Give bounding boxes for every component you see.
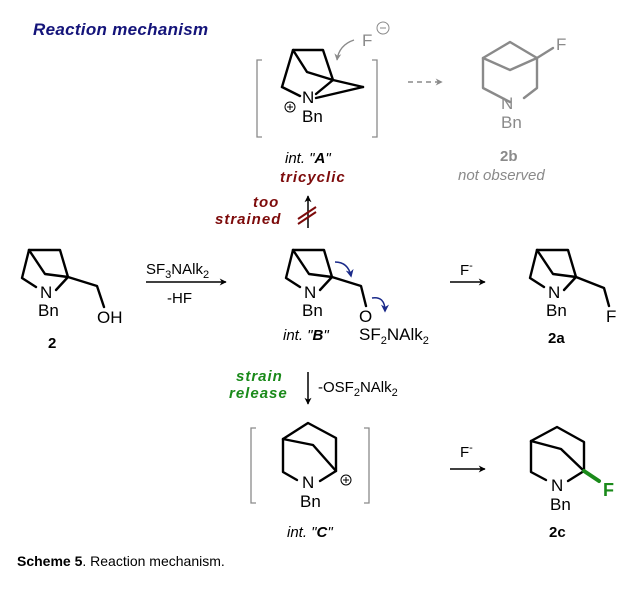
atom-n: N (40, 283, 52, 302)
curly-arrow-1 (334, 261, 354, 278)
atom-bn: Bn (38, 301, 59, 320)
intermediate-a: N Bn F int. "A" tricyclic (256, 21, 390, 186)
compound-label-2: 2 (48, 335, 56, 352)
compound-label-2b: 2b (500, 148, 518, 165)
structure-int-a (280, 48, 365, 100)
strain-release-line2: release (229, 385, 288, 402)
curly-arrow-attack (334, 39, 355, 61)
reagent-fluoride: F- (460, 260, 473, 279)
leaving-group: SF2NAlk2 (359, 325, 429, 347)
positive-charge-icon (284, 101, 296, 113)
atom-bn: Bn (501, 113, 522, 132)
compound-2b: F N Bn 2b not observed (458, 35, 566, 184)
atom-n: N (551, 476, 563, 495)
int-a-label: int. "A" (285, 150, 331, 167)
atom-n: N (302, 473, 314, 492)
scheme-title: Reaction mechanism (33, 20, 208, 39)
blocked-mark (297, 211, 317, 225)
atom-bn: Bn (546, 301, 567, 320)
tricyclic-note: tricyclic (280, 169, 346, 186)
bracket-right (372, 59, 378, 138)
atom-bn: Bn (302, 107, 323, 126)
atom-f: F (606, 307, 616, 326)
strain-release-line1: strain (236, 368, 283, 385)
bracket-left (250, 427, 256, 504)
atom-n: N (304, 283, 316, 302)
intermediate-c: N Bn int. "C" (250, 421, 370, 541)
fluoride-label: F (362, 31, 372, 50)
atom-o: O (359, 307, 372, 326)
compound-label-2a: 2a (548, 330, 565, 347)
arrow-step1: SF3NAlk2 -HF (146, 261, 227, 307)
atom-oh: OH (97, 308, 123, 327)
too-strained-line2: strained (215, 211, 281, 228)
atom-n: N (548, 283, 560, 302)
compound-2c: F N Bn 2c (529, 425, 614, 541)
curly-arrow-2 (371, 297, 389, 313)
scheme-caption: Scheme 5. Reaction mechanism. (17, 553, 225, 569)
compound-2: N Bn OH 2 (20, 248, 123, 352)
atom-f: F (603, 480, 614, 500)
atom-bn: Bn (302, 301, 323, 320)
fluorine-bond (582, 469, 601, 483)
int-b-label: int. "B" (283, 327, 329, 344)
int-c-label: int. "C" (287, 524, 333, 541)
negative-charge-icon (376, 21, 390, 35)
too-strained-line1: too (253, 194, 279, 211)
atom-n: N (302, 88, 314, 107)
not-observed-note: not observed (458, 167, 545, 184)
reagent-fluoride: F- (460, 442, 473, 461)
reagent-leaving-group: -OSF2NAlk2 (318, 379, 398, 399)
positive-charge-icon (340, 474, 352, 486)
arrow-to-2a: F- (450, 260, 486, 286)
atom-bn: Bn (550, 495, 571, 514)
bracket-left (256, 59, 262, 138)
reagent-minus-hf: -HF (167, 290, 192, 307)
compound-2a: N Bn F 2a (528, 248, 616, 347)
intermediate-b: N Bn O SF2NAlk2 int. "B" (283, 248, 429, 347)
reagent-sf3nalk2: SF3NAlk2 (146, 261, 209, 281)
atom-f: F (556, 35, 566, 54)
bracket-right (364, 427, 370, 504)
atom-bn: Bn (300, 492, 321, 511)
compound-label-2c: 2c (549, 524, 566, 541)
atom-n: N (501, 94, 513, 113)
arrow-to-2c: F- (450, 442, 486, 473)
